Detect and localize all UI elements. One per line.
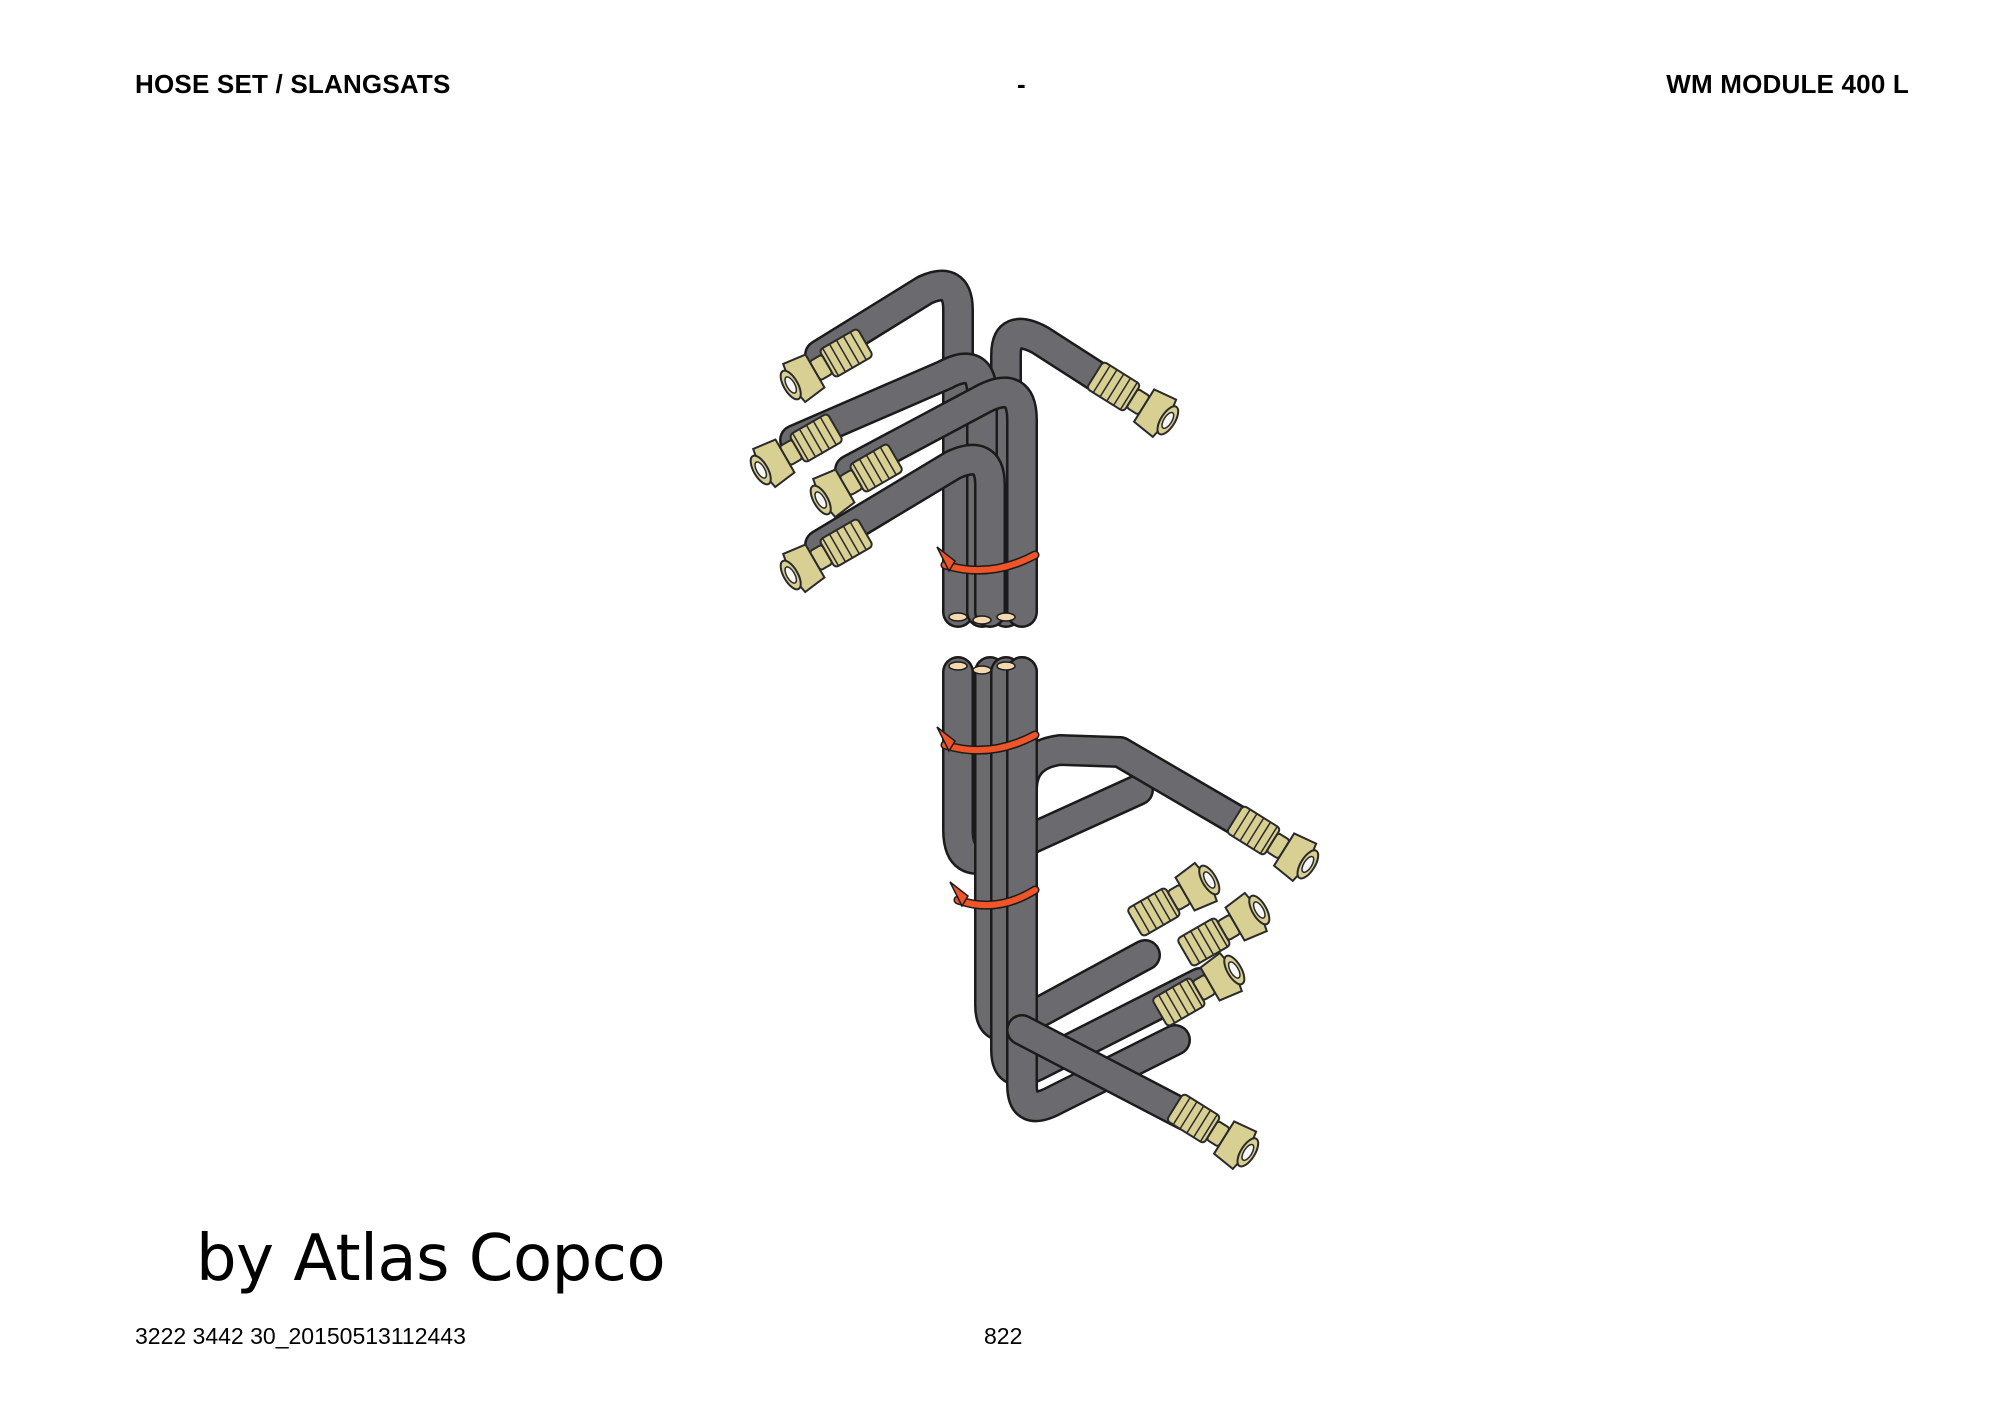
- hose-upper-2: [990, 317, 1126, 628]
- fitting-lower-5: [1166, 1093, 1260, 1171]
- fitting-lower-2: [1127, 861, 1221, 937]
- hose-cut-end-upper-1: [948, 612, 968, 622]
- hose-upper-5: [804, 443, 1006, 628]
- document-id: 3222 3442 30_20150513112443: [135, 1323, 466, 1349]
- hose-lower-6: [1006, 1014, 1201, 1131]
- header-title: HOSE SET / SLANGSATS: [135, 69, 451, 99]
- cable-tie-lower: [949, 881, 1040, 910]
- fitting-upper-4: [779, 518, 873, 594]
- hose-cut-end-upper-2: [972, 615, 992, 625]
- hose-upper-1: [804, 269, 974, 628]
- fitting-upper-2: [749, 413, 843, 489]
- fitting-lower-1: [1226, 805, 1320, 883]
- hose-cut-end-lower-1: [948, 661, 968, 671]
- hose-cut-end-lower-2: [972, 665, 992, 675]
- hose-upper-4: [834, 376, 1038, 628]
- cable-tie-upper: [936, 546, 1040, 575]
- page-number: 822: [984, 1323, 1023, 1349]
- fitting-lower-3: [1177, 891, 1271, 967]
- hose-cut-end-lower-3: [996, 661, 1016, 671]
- brand-watermark: by Atlas Copco: [196, 1222, 666, 1296]
- fitting-upper-1: [779, 328, 873, 404]
- fitting-lower-4: [1152, 951, 1246, 1027]
- hose-lower-5: [1006, 656, 1191, 1123]
- fitting-upper-5: [1086, 361, 1180, 439]
- hose-cut-end-upper-3: [996, 612, 1016, 622]
- header-separator: -: [1017, 69, 1026, 99]
- header-model: WM MODULE 400 L: [1666, 69, 1909, 99]
- cable-tie-middle: [936, 726, 1040, 755]
- fitting-upper-3: [809, 443, 903, 519]
